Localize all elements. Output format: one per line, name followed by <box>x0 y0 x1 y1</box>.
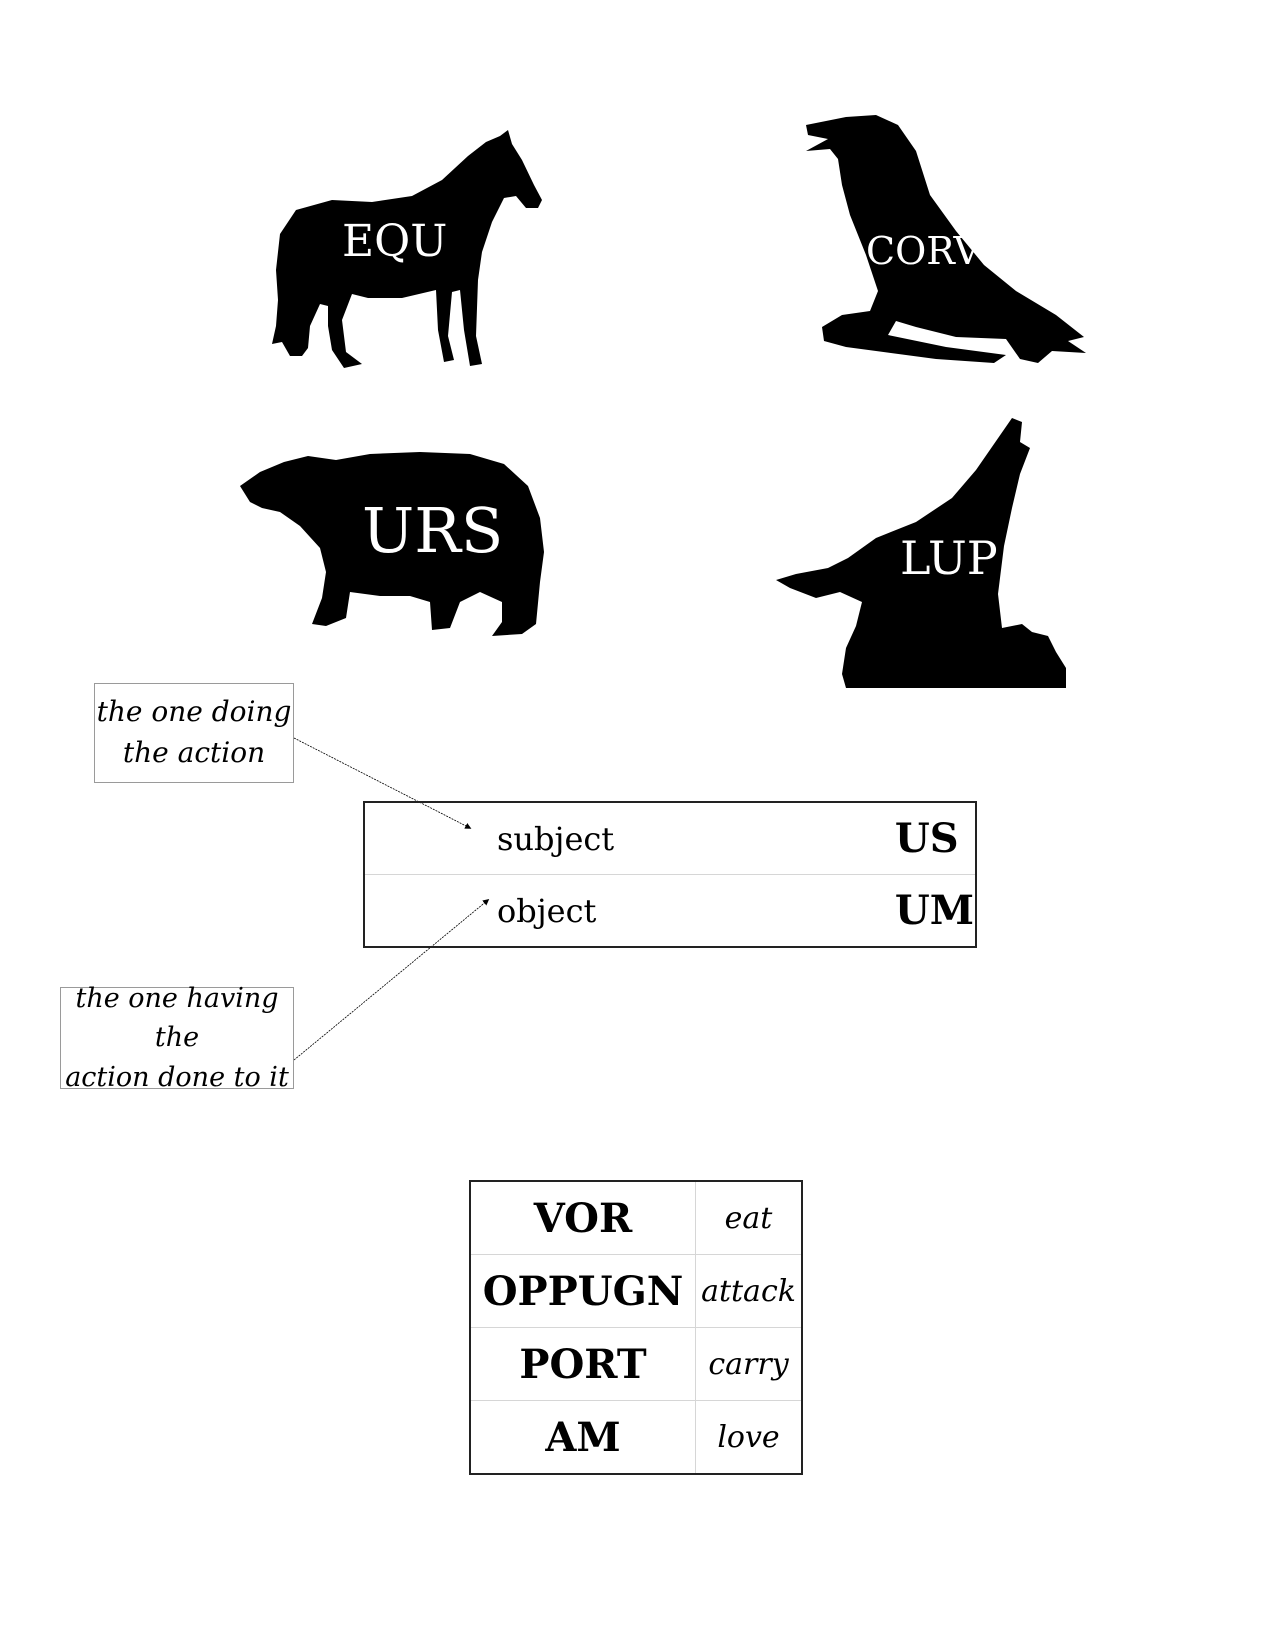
wolf-stem-label: LUP <box>900 531 998 585</box>
verb-stem: VOR <box>470 1181 696 1255</box>
table-row: PORT carry <box>470 1327 802 1401</box>
role-label: subject <box>497 819 615 858</box>
crow-stem-label: CORV <box>866 229 981 273</box>
table-row: object UM <box>364 874 976 947</box>
verb-stems-table: VOR eat OPPUGN attack PORT carry AM love <box>469 1180 803 1475</box>
object-note-line2: action done to it <box>65 1061 289 1093</box>
subject-note-line2: the action <box>122 736 266 769</box>
table-row: OPPUGN attack <box>470 1254 802 1328</box>
object-note-line1: the one having the <box>75 983 279 1054</box>
table-row: VOR eat <box>470 1181 802 1255</box>
verb-stem: PORT <box>470 1327 696 1401</box>
verb-stem: AM <box>470 1400 696 1474</box>
verb-meaning: carry <box>695 1327 802 1401</box>
bear-stem-label: URS <box>362 494 504 567</box>
object-definition-note: the one having the action done to it <box>60 983 294 1093</box>
table-row: subject US <box>364 802 976 875</box>
verb-stem: OPPUGN <box>470 1254 696 1328</box>
table-row: AM love <box>470 1400 802 1474</box>
wolf-silhouette-icon <box>776 418 1066 688</box>
role-label: object <box>364 874 775 947</box>
crow-silhouette-icon <box>806 115 1086 375</box>
horse-silhouette-icon <box>272 130 542 375</box>
subject-note-line1: the one doing <box>96 695 292 729</box>
verb-meaning: attack <box>695 1254 802 1328</box>
case-endings-table: subject US object UM <box>363 801 977 948</box>
subject-definition-note: the one doing the action <box>94 683 294 783</box>
verb-meaning: love <box>695 1400 802 1474</box>
verb-meaning: eat <box>724 1200 773 1236</box>
horse-stem-label: EQU <box>342 216 448 267</box>
bear-silhouette-icon <box>240 452 545 636</box>
ending-value: UM <box>774 874 976 947</box>
ending-value: US <box>894 815 959 862</box>
